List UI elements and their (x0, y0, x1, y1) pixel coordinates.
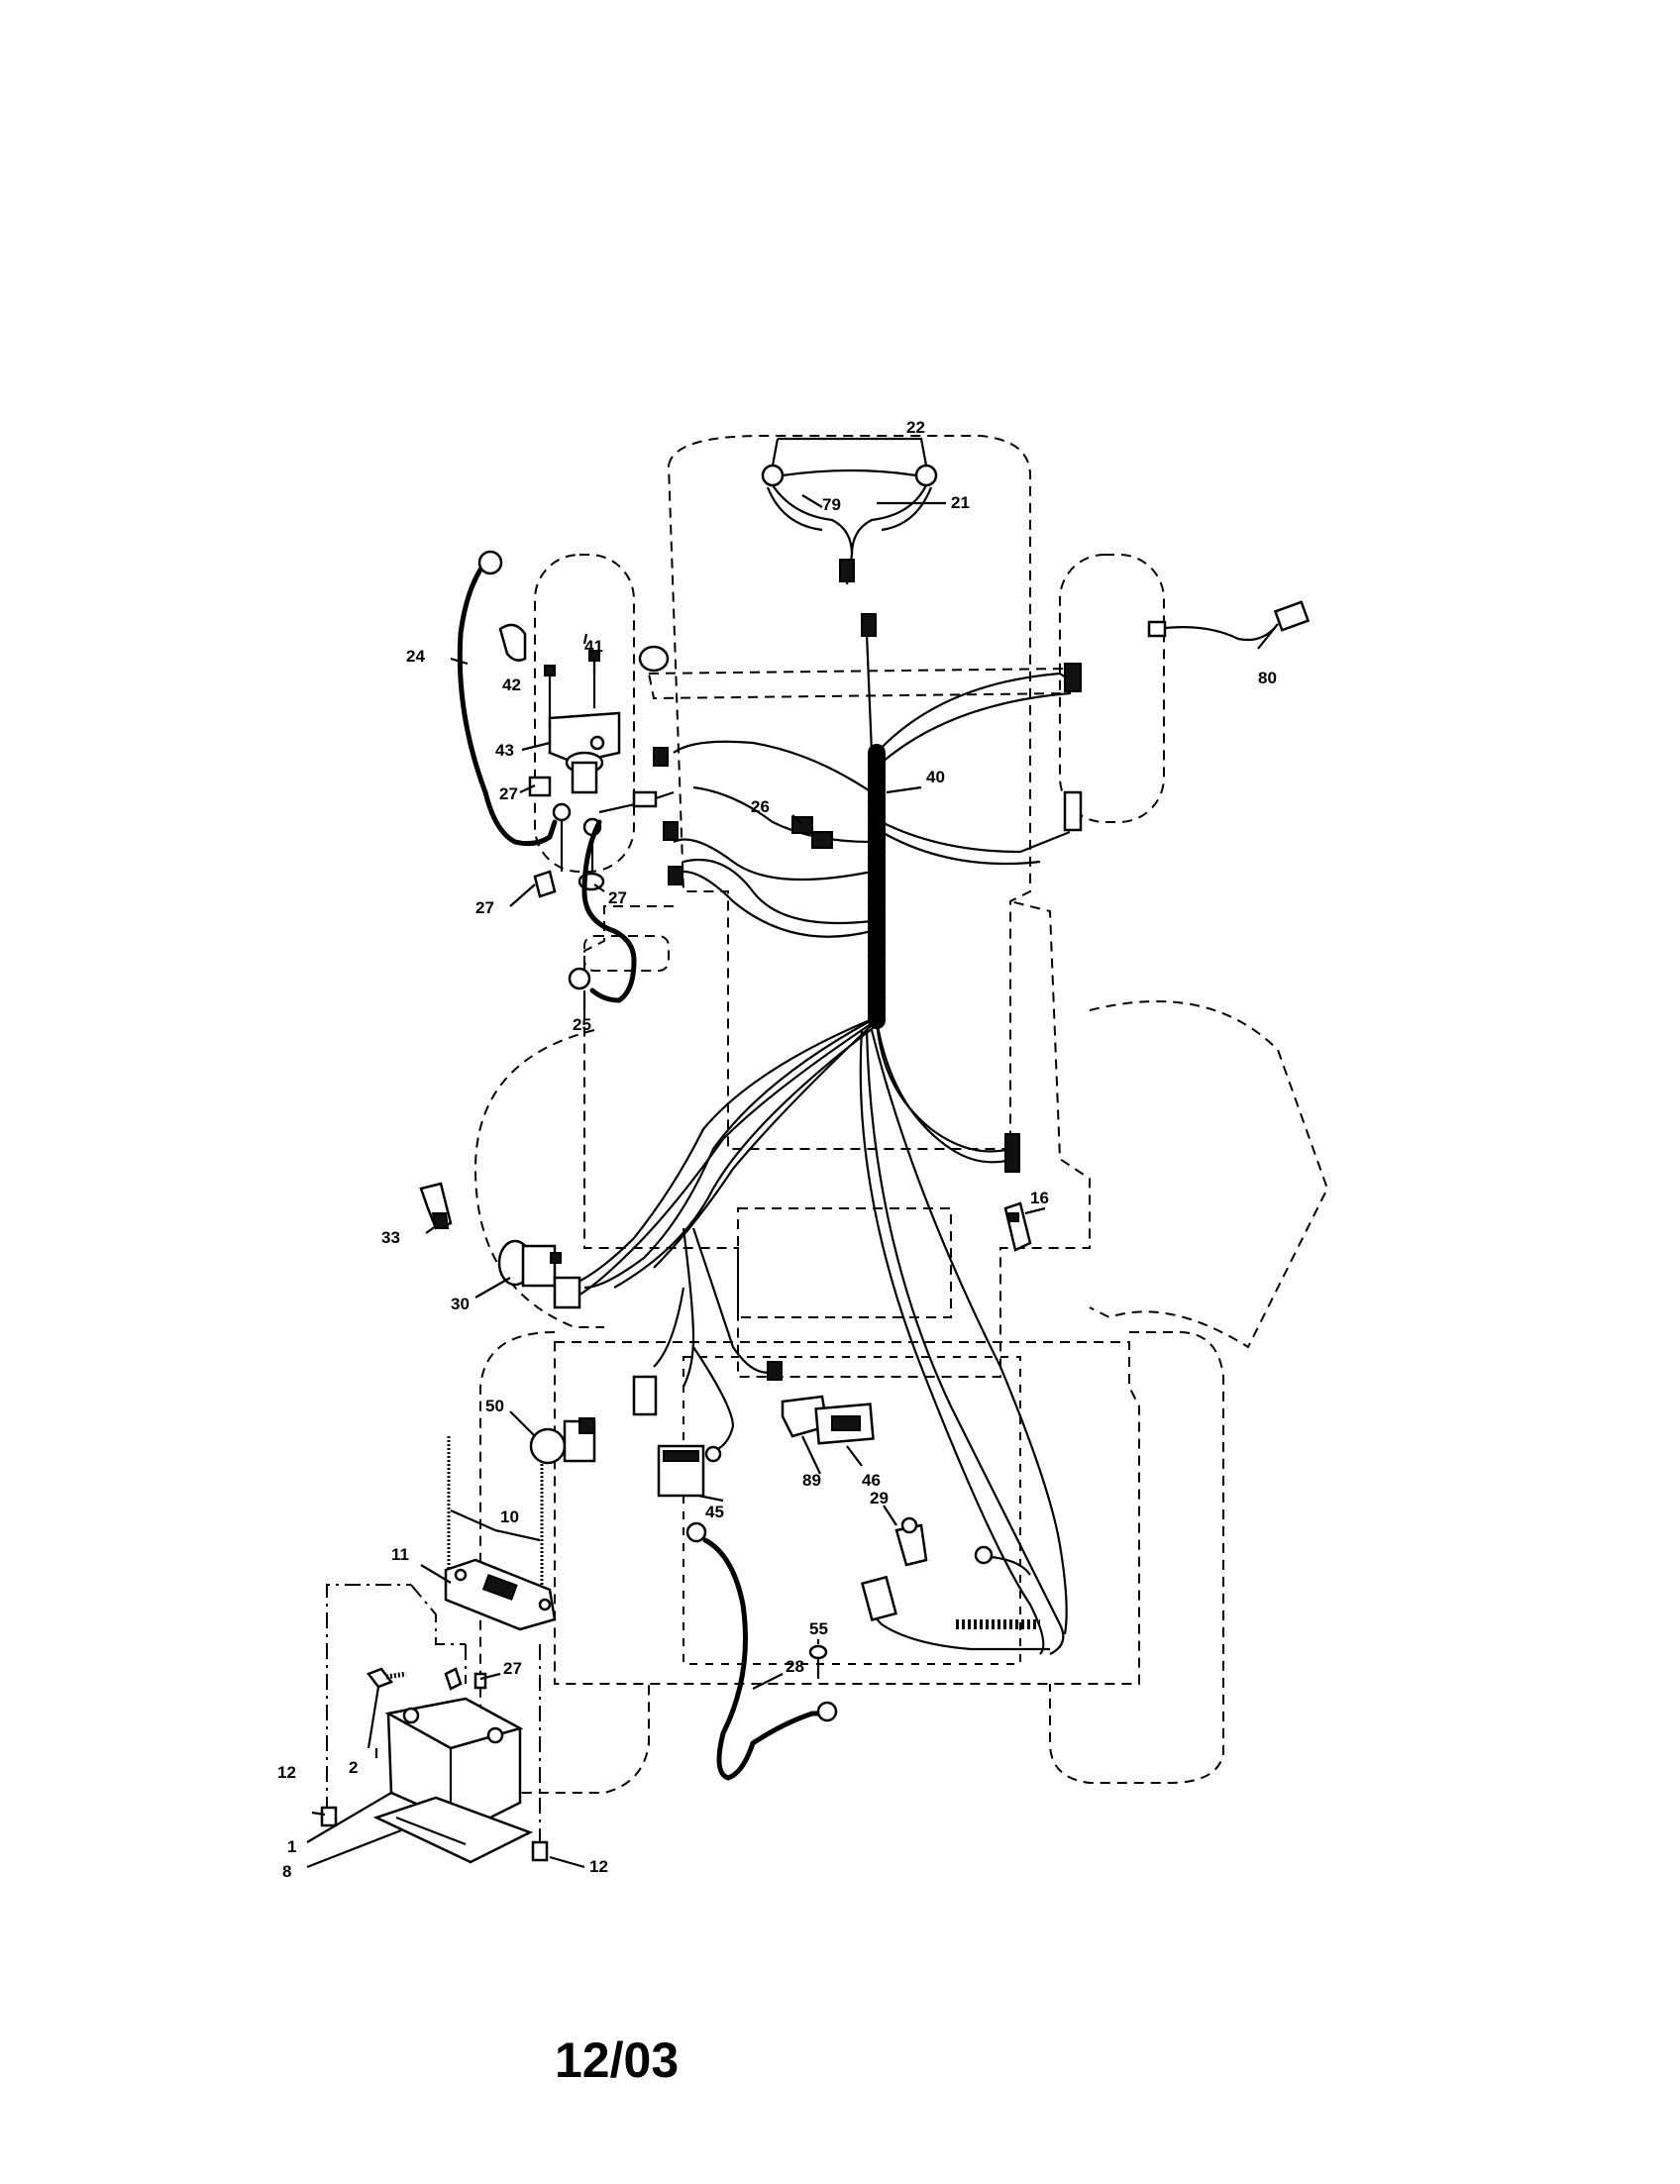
harness-right-connector-lower (1063, 790, 1083, 832)
callout-89: 89 (802, 1471, 821, 1490)
harness-end-connector (861, 613, 877, 637)
ring-terminal-45 (704, 1445, 722, 1463)
callout-80: 80 (1258, 669, 1277, 687)
left-parts (419, 1182, 705, 1498)
callout-16: 16 (1030, 1189, 1049, 1207)
callout-2: 2 (349, 1758, 358, 1777)
headlight-connector (839, 559, 855, 582)
cable-28 (685, 1521, 838, 1781)
callout-29: 29 (870, 1489, 889, 1508)
callout-25: 25 (573, 1015, 591, 1034)
headlight-harness (761, 464, 938, 585)
rear-plug (860, 1575, 898, 1621)
callout-43: 43 (495, 741, 514, 760)
callout-55: 55 (809, 1619, 828, 1638)
callout-11: 11 (391, 1545, 409, 1564)
bolt-41a (544, 665, 556, 676)
front-axle-outline (647, 667, 1071, 700)
callout-50: 50 (485, 1397, 504, 1415)
ring-terminal-28-top (685, 1521, 707, 1543)
harness-connector-rear (632, 1375, 658, 1416)
main-harness (564, 613, 1083, 1655)
ring-terminal-25 (568, 967, 591, 990)
terminal-seat (767, 1361, 783, 1381)
callout-46: 46 (862, 1471, 881, 1490)
tractor-outline (473, 435, 1329, 1794)
callout-41: 41 (584, 637, 603, 656)
rear-parts (781, 1395, 1050, 1651)
callout-28: 28 (786, 1657, 804, 1676)
rear-inner-outline (682, 1356, 1021, 1665)
callout-27d: 27 (503, 1659, 522, 1678)
callout-40: 40 (926, 768, 945, 786)
solenoid-assembly (457, 550, 675, 1003)
callout-79: 79 (822, 495, 841, 514)
ignition-connector (553, 1276, 581, 1309)
harness-right-lower-connector (1004, 1133, 1020, 1173)
headlight-bulb-right (914, 464, 938, 487)
rear-body-outline (554, 1341, 1140, 1685)
harness-right-connector-upper (1064, 663, 1082, 692)
mount-bracket-outline (583, 935, 670, 972)
battery-assembly (320, 1436, 557, 1864)
ring-terminal-28-bottom (816, 1701, 838, 1722)
ring-terminal-2 (663, 821, 679, 841)
connector-16 (1003, 1201, 1032, 1252)
callout-12b: 12 (589, 1857, 608, 1876)
callout-labels: 22 79 21 80 24 41 42 43 27 27 27 25 26 4… (277, 418, 1277, 1881)
headlight-bulb-left (761, 464, 785, 487)
right-fender-outline (1089, 1000, 1329, 1349)
grommet (638, 645, 670, 673)
solenoid-body (571, 761, 598, 794)
seat-deck-outline (737, 1207, 952, 1318)
fuse-holder (632, 790, 658, 808)
callout-33: 33 (381, 1228, 400, 1247)
clip-12-left (320, 1806, 338, 1827)
rear-right-wheel (1049, 1331, 1224, 1784)
battery-cable-24 (457, 567, 558, 847)
callout-42: 42 (502, 676, 521, 694)
battery-mount-lines (326, 1584, 541, 1842)
bolt-55 (808, 1644, 828, 1660)
callout-21: 21 (951, 493, 970, 512)
front-left-wheel (534, 554, 635, 873)
bracket-89 (781, 1395, 829, 1438)
ring-terminal-1 (653, 747, 669, 767)
cable-clip-42 (498, 623, 527, 662)
ground-cable-25 (581, 819, 637, 1003)
bolt-2 (366, 1667, 394, 1689)
ring-terminal-rear (974, 1545, 994, 1565)
callout-22: 22 (906, 418, 925, 437)
ring-terminal-24 (477, 550, 503, 575)
knob-50 (529, 1427, 567, 1465)
connector-80 (1147, 600, 1311, 642)
callout-27b: 27 (475, 898, 494, 917)
leader-lines (306, 437, 1279, 1869)
hood-outline (667, 435, 1031, 1150)
front-right-wheel (1059, 554, 1165, 823)
nut-27-top (528, 776, 552, 797)
callout-27a: 27 (499, 784, 518, 803)
tray-8 (372, 1796, 534, 1864)
callout-24: 24 (406, 647, 425, 666)
ring-terminal-3 (668, 866, 683, 885)
date-code: 12/03 (555, 2032, 680, 2088)
left-fender-outline (473, 1029, 604, 1328)
callout-27c: 27 (608, 888, 627, 907)
callout-30: 30 (451, 1295, 470, 1313)
clip-26a (811, 831, 833, 849)
callout-1: 1 (287, 1837, 296, 1856)
callout-26: 26 (751, 797, 770, 816)
callout-45: 45 (705, 1503, 724, 1521)
clip-26b (791, 816, 813, 834)
callout-12a: 12 (277, 1763, 296, 1782)
callout-8: 8 (282, 1862, 291, 1881)
callout-10: 10 (500, 1508, 519, 1526)
chassis-outline (583, 900, 1091, 1378)
clip-12-right (531, 1840, 549, 1862)
nut-27-left (533, 870, 557, 898)
